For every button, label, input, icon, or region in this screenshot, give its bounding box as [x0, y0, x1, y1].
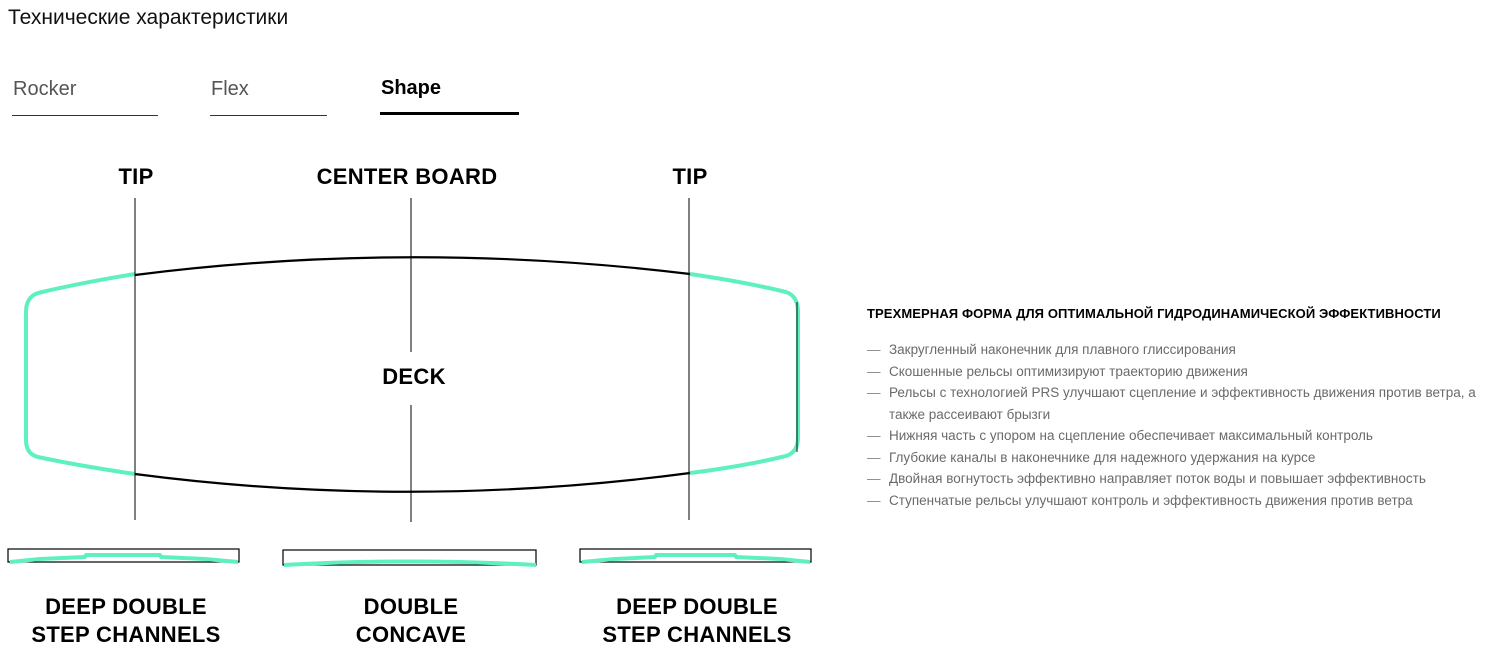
label-line: STEP CHANNELS [602, 622, 792, 647]
label-deep-double-step-channels-right: DEEP DOUBLE STEP CHANNELS [572, 593, 822, 649]
list-item-text: Нижняя часть с упором на сцепление обесп… [889, 428, 1373, 443]
board-outline-bottom [134, 471, 691, 493]
label-line: DEEP DOUBLE [616, 594, 778, 619]
list-item-text: Рельсы с технологией PRS улучшают сцепле… [889, 385, 1476, 422]
list-item: — Рельсы с технологией PRS улучшают сцепл… [867, 382, 1492, 425]
tab-flex[interactable]: Flex [210, 78, 327, 116]
specs-panel: ТРЕХМЕРНАЯ ФОРМА ДЛЯ ОПТИМАЛЬНОЙ ГИДРОДИ… [867, 306, 1492, 511]
dash-bullet: — [867, 428, 881, 443]
dash-bullet: — [867, 492, 881, 508]
tab-shape[interactable]: Shape [380, 77, 519, 115]
specs-list: — Закругленный наконечник для плавного гл… [867, 339, 1492, 511]
cross-section-center [282, 549, 537, 567]
cross-section-right [579, 548, 812, 564]
label-center-board: CENTER BOARD [316, 164, 498, 189]
list-item-text: Ступенчатые рельсы улучшают контроль и э… [889, 492, 1413, 508]
dash-bullet: — [867, 385, 881, 400]
right-tip-outline [689, 272, 800, 475]
label-deck: DECK [382, 364, 446, 389]
label-line: DOUBLE [363, 594, 459, 619]
list-item: — Глубокие каналы в наконечнике для надеж… [867, 447, 1492, 469]
left-tip-outline [24, 272, 136, 476]
dash-bullet: — [867, 342, 881, 357]
list-item: — Скошенные рельсы оптимизируют траектори… [867, 361, 1492, 383]
dash-bullet: — [867, 471, 881, 486]
list-item-text: Закругленный наконечник для плавного гли… [889, 342, 1236, 357]
label-line: DEEP DOUBLE [45, 594, 207, 619]
page-title: Технические характеристики [8, 6, 289, 29]
list-item: — Ступенчатые рельсы улучшают контроль и … [867, 490, 1492, 512]
label-line: STEP CHANNELS [31, 622, 221, 647]
specs-heading: ТРЕХМЕРНАЯ ФОРМА ДЛЯ ОПТИМАЛЬНОЙ ГИДРОДИ… [867, 306, 1441, 321]
list-item: — Закругленный наконечник для плавного гл… [867, 339, 1492, 361]
tab-rocker[interactable]: Rocker [12, 78, 158, 116]
label-deep-double-step-channels-left: DEEP DOUBLE STEP CHANNELS [0, 593, 252, 649]
board-outline-top [134, 256, 691, 277]
list-item-text: Глубокие каналы в наконечнике для надежн… [889, 449, 1316, 465]
dash-bullet: — [867, 363, 881, 379]
label-double-concave: DOUBLE CONCAVE [296, 593, 526, 649]
label-line: CONCAVE [355, 622, 467, 647]
list-item: — Двойная вогнутость эффективно направляе… [867, 468, 1492, 490]
list-item-text: Двойная вогнутость эффективно направляет… [889, 471, 1426, 486]
dash-bullet: — [867, 449, 881, 465]
board-shape-diagram [7, 198, 812, 567]
list-item: — Нижняя часть с упором на сцепление обес… [867, 425, 1492, 447]
label-tip-left: TIP [118, 164, 154, 189]
label-tip-right: TIP [672, 164, 708, 189]
cross-section-left [7, 548, 240, 564]
list-item-text: Скошенные рельсы оптимизируют траекторию… [889, 363, 1248, 379]
